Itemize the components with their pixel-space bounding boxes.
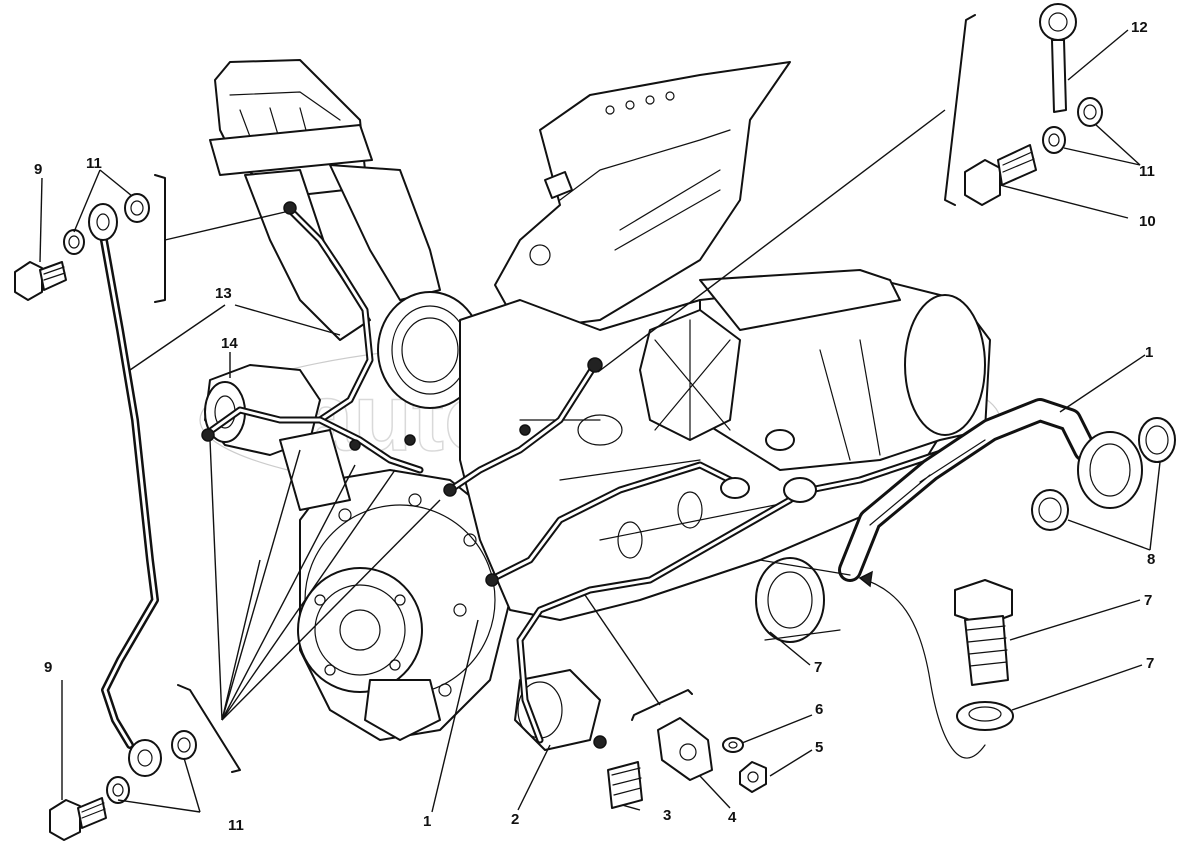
right-top-washers <box>1042 97 1103 154</box>
callout-10: 10 <box>1139 213 1156 230</box>
callout-10: 9 <box>34 161 42 178</box>
callout-9: 8 <box>1147 551 1155 568</box>
left-breather-tube <box>88 203 162 777</box>
callout-1: 1 <box>1145 344 1153 361</box>
leader-lines <box>39 29 1161 813</box>
left-bottom-bolt <box>49 797 107 841</box>
seal-ring-7-right <box>956 701 1014 731</box>
callout-2: 2 <box>511 811 519 828</box>
callout-11: 11 <box>86 155 102 172</box>
washer-6 <box>722 737 744 753</box>
callout-4: 4 <box>728 809 737 826</box>
left-top-bolt <box>14 261 67 301</box>
oil-return-hose <box>755 398 1143 643</box>
ring-9-lower <box>1031 489 1069 531</box>
brackets <box>154 14 976 773</box>
callout-1: 1 <box>423 813 431 830</box>
left-bottom-washer-a <box>106 776 130 804</box>
right-top-banjo <box>1039 3 1077 113</box>
left-bottom-washer-b <box>171 730 197 760</box>
plug-bolt-8 <box>954 579 1013 686</box>
callout-13: 13 <box>215 285 232 302</box>
nut-5 <box>739 761 767 793</box>
callout-11: 11 <box>228 817 244 834</box>
callout-labels: 9 11 13 14 9 11 1 2 3 4 5 6 7 1 8 7 7 12… <box>34 19 1156 834</box>
oil-pipes <box>201 201 984 749</box>
callout-10: 9 <box>44 659 52 676</box>
pad-3 <box>607 761 643 809</box>
callout-12: 12 <box>1131 19 1148 36</box>
right-top-bolt <box>964 144 1037 206</box>
left-top-washer-a <box>63 229 85 255</box>
clamp-4 <box>657 717 713 781</box>
callout-8: 7 <box>1144 592 1152 609</box>
callout-14: 14 <box>221 335 238 352</box>
left-top-washer-b <box>124 193 150 223</box>
callout-5: 5 <box>815 739 823 756</box>
callout-6: 6 <box>815 701 823 718</box>
callout-7: 7 <box>1146 655 1154 672</box>
ring-9-upper <box>1138 417 1176 463</box>
callout-3: 3 <box>663 807 671 824</box>
callout-7: 7 <box>814 659 822 676</box>
callout-11: 11 <box>1139 163 1155 180</box>
